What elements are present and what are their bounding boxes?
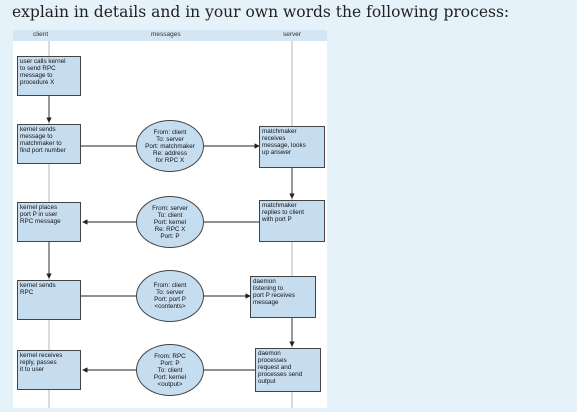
server-step-2: matchmaker replies to client with port P [259,200,325,242]
client-step-4: kernel sends RPC [17,280,81,320]
message-1: From: client To: server Port: matchmaker… [136,120,204,172]
server-step-1: matchmaker receives message, looks up an… [259,126,325,168]
message-2: From: server To: client Port: kernel Re:… [136,196,204,248]
client-step-5: kernel receives reply, passes it to user [17,350,81,390]
server-step-3: daemon listening to port P receives mess… [250,276,316,318]
client-step-3: kernel places port P in user RPC message [17,202,81,242]
server-step-4: daemon processes request and processes s… [255,348,321,392]
column-header-client: client [33,31,49,38]
column-header-bar [13,30,327,41]
message-4: From: RPC Port: P To: client Port: kerne… [136,344,204,396]
rpc-diagram: client messages server user calls k [13,30,327,408]
column-header-server: server [283,31,302,38]
message-3: From: client To: server Port: port P <co… [136,270,204,322]
column-header-messages: messages [151,31,181,38]
diagram-lines [46,41,295,408]
client-step-2: kernel sends message to matchmaker to fi… [17,124,81,164]
question-text: explain in details and in your own words… [12,3,510,21]
client-step-1: user calls kernel to send RPC message to… [17,56,81,96]
